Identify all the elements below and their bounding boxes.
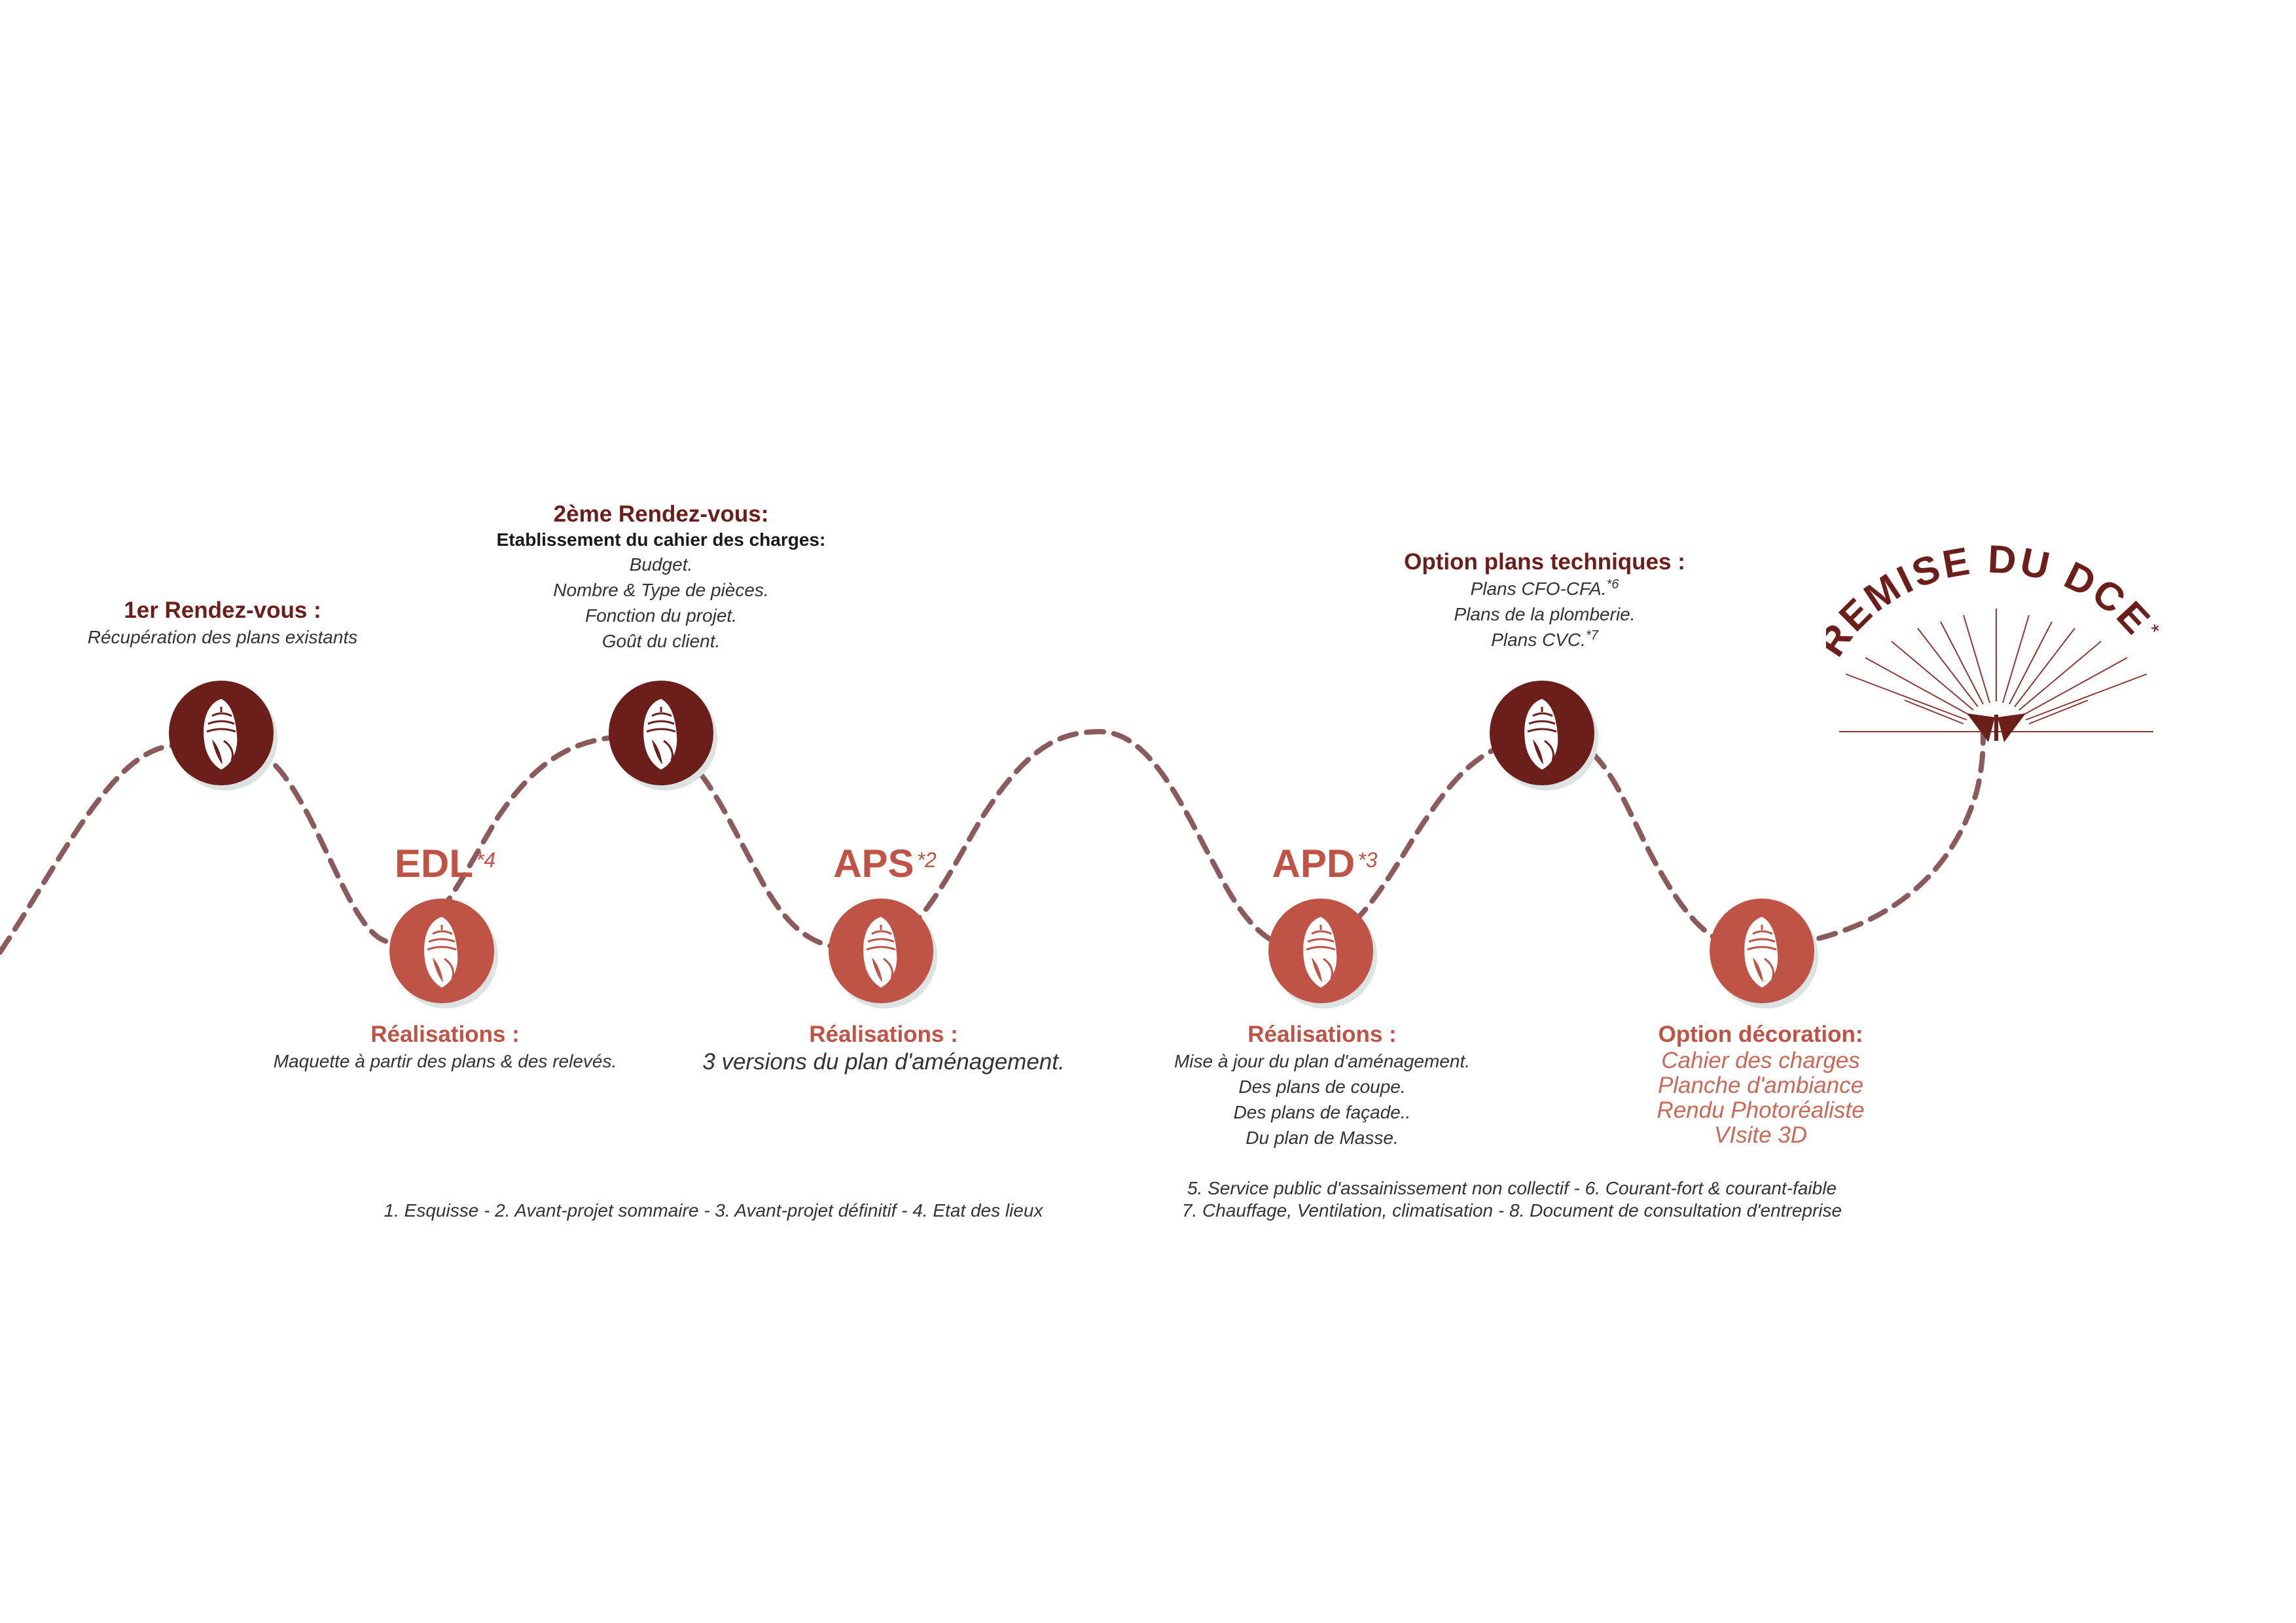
node-rdv2 (609, 681, 717, 791)
rdv2-item: Fonction du projet. (585, 605, 737, 626)
butterfly-sunburst-icon (1839, 609, 2153, 732)
rdv2-item: Goût du client. (601, 631, 721, 651)
realisations-edl: Réalisations : Maquette à partir des pla… (223, 1021, 668, 1074)
realisations-apd-title: Réalisations : (1247, 1022, 1397, 1047)
decoration-title: Option décoration: (1658, 1022, 1863, 1047)
phase-edl: EDL*4 (394, 842, 496, 885)
chrysalis-icon (1303, 917, 1337, 988)
decoration-item: VIsite 3D (1714, 1122, 1807, 1148)
techniques-title: Option plans techniques : (1404, 549, 1685, 575)
node-rdv1 (169, 681, 278, 791)
chrysalis-icon (643, 699, 677, 770)
techniques-item-plomberie: Plans de la plomberie. (1454, 604, 1636, 624)
realisations-aps-title: Réalisations : (809, 1022, 958, 1047)
decoration-block: Option décoration: Cahier des charges Pl… (1571, 1021, 1950, 1148)
realisations-apd-item: Mise à jour du plan d'aménagement. (1174, 1051, 1471, 1071)
techniques-item-cfo: Plans CFO-CFA.*6 (1470, 577, 1619, 599)
decoration-item: Planche d'ambiance (1657, 1073, 1864, 1098)
rdv2-item: Nombre & Type de pièces. (553, 580, 769, 600)
node-aps (829, 899, 937, 1008)
footnote-right-2: 7. Chauffage, Ventilation, climatisation… (1181, 1200, 1842, 1221)
footnote-right-1: 5. Service public d'assainissement non c… (1187, 1178, 1837, 1198)
realisations-aps-line: 3 versions du plan d'aménagement. (702, 1049, 1065, 1075)
node-techniques (1490, 681, 1598, 791)
chrysalis-icon (1744, 917, 1778, 988)
dce-emblem: REMISE DU DCE*8 (1826, 524, 2163, 742)
rdv2-subtitle: Etablissement du cahier des charges: (496, 529, 826, 550)
techniques-item-cvc: Plans CVC.*7 (1491, 628, 1598, 650)
realisations-apd-item: Du plan de Masse. (1246, 1128, 1399, 1148)
rdv1-title: 1er Rendez-vous : (124, 597, 321, 623)
chrysalis-icon (863, 917, 897, 988)
rdv2-block: 2ème Rendez-vous: Etablissement du cahie… (452, 501, 870, 654)
realisations-apd-item: Des plans de façade.. (1233, 1102, 1411, 1122)
node-decoration (1710, 899, 1818, 1008)
rdv1-block: 1er Rendez-vous : Récupération des plans… (26, 597, 419, 650)
phase-aps: APS*2 (833, 842, 937, 885)
realisations-edl-line: Maquette à partir des plans & des relevé… (273, 1051, 617, 1071)
phase-apd: APD*3 (1272, 842, 1378, 885)
chrysalis-icon (424, 917, 458, 988)
decoration-item: Rendu Photoréaliste (1657, 1097, 1865, 1123)
realisations-edl-title: Réalisations : (370, 1022, 520, 1047)
techniques-block: Option plans techniques : Plans CFO-CFA.… (1348, 548, 1741, 652)
footnote-left: 1. Esquisse - 2. Avant-projet sommaire -… (384, 1200, 1043, 1221)
realisations-apd-item: Des plans de coupe. (1238, 1077, 1406, 1097)
realisations-apd: Réalisations : Mise à jour du plan d'amé… (1100, 1021, 1545, 1150)
chrysalis-icon (204, 699, 238, 770)
chrysalis-icon (1524, 699, 1558, 770)
dashed-wave-line (0, 728, 1986, 955)
rdv1-line: Récupération des plans existants (87, 627, 358, 647)
node-apd (1268, 899, 1377, 1008)
decoration-item: Cahier des charges (1661, 1048, 1860, 1073)
node-edl (389, 899, 498, 1008)
rdv2-item: Budget. (629, 554, 693, 575)
rdv2-title: 2ème Rendez-vous: (553, 501, 769, 527)
butterfly-icon (1967, 713, 2026, 742)
realisations-aps: Réalisations : 3 versions du plan d'amén… (661, 1021, 1106, 1076)
